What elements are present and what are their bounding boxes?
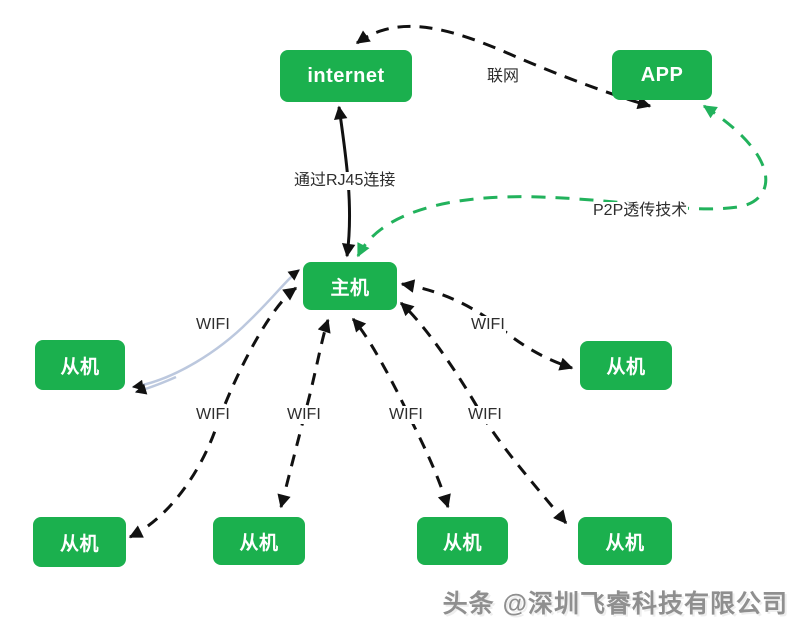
edge-label-rj45: 通过RJ45连接 [293,172,397,190]
edge-label-wifi-right: WIFI [470,316,506,334]
node-slave-bottom-4: 从机 [578,517,672,565]
edge-internet-app [355,25,652,110]
node-slave-bottom-2: 从机 [213,517,305,565]
node-slave-bottom-1: 从机 [33,517,126,567]
node-slave-right: 从机 [580,341,672,390]
node-slave-left: 从机 [35,340,125,390]
node-internet: internet [280,50,412,102]
edge-host-slave-b2 [277,318,331,509]
edge-label-wifi-left: WIFI [195,316,231,334]
watermark-text: 头条 @深圳飞睿科技有限公司 [442,590,788,618]
edge-host-slave-b1 [128,286,298,539]
edge-host-app-p2p [356,104,768,258]
edge-label-p2p: P2P透传技术 [592,202,689,220]
node-slave-bottom-3: 从机 [417,517,508,565]
edge-label-wifi-b2: WIFI [286,406,322,424]
edge-label-wifi-b1: WIFI [195,406,231,424]
node-app: APP [612,50,712,100]
edge-label-wifi-b3: WIFI [388,406,424,424]
edge-label-wifi-b4: WIFI [467,406,503,424]
node-host: 主机 [303,262,397,310]
edge-label-lianwang: 联网 [486,68,521,86]
